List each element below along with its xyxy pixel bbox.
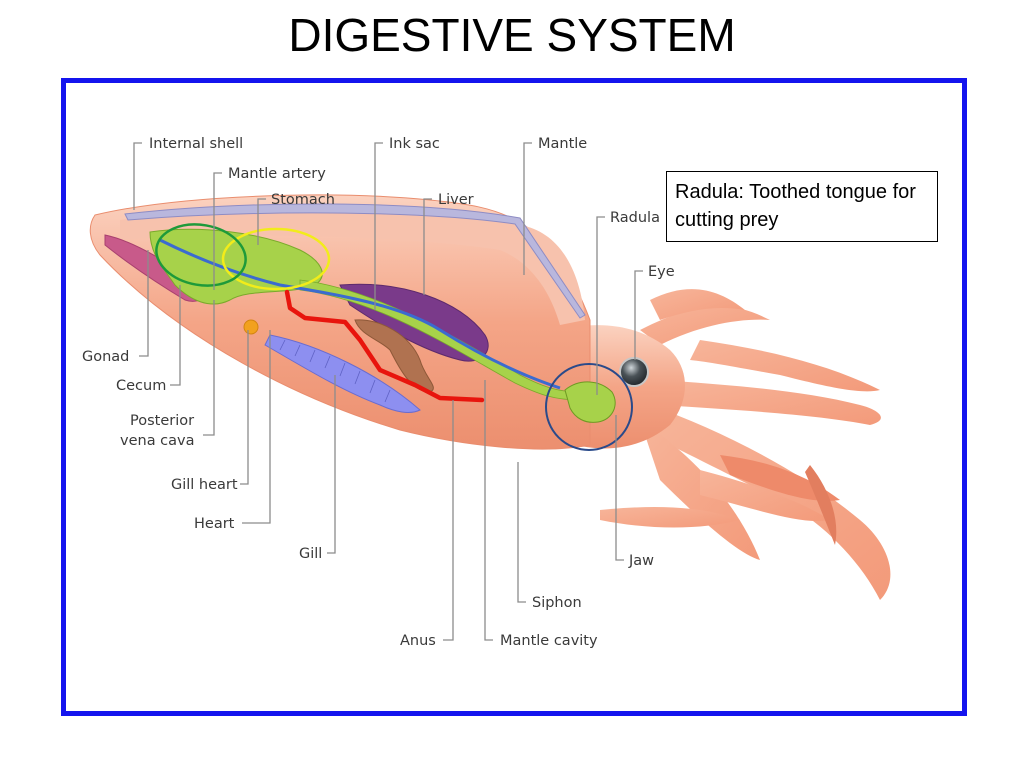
cecum-highlight [155, 223, 247, 287]
gill-filaments [279, 339, 391, 403]
label-liver: Liver [438, 192, 474, 208]
label-internal-shell: Internal shell [149, 136, 243, 152]
squid-arms [600, 289, 891, 600]
label-heart: Heart [194, 516, 235, 532]
gill-heart [243, 319, 259, 335]
label-eye: Eye [648, 264, 675, 280]
mantle-artery-vessel [159, 238, 561, 390]
label-cecum: Cecum [116, 378, 166, 394]
label-mantle: Mantle [538, 136, 587, 152]
label-siphon: Siphon [532, 595, 582, 611]
buccal-mass [564, 381, 616, 423]
label-anus: Anus [400, 633, 436, 649]
label-radula: Radula [610, 210, 660, 226]
label-vena-cava: vena cava [120, 433, 195, 449]
label-jaw: Jaw [628, 553, 654, 569]
label-posterior: Posterior [130, 413, 194, 429]
stomach-highlight [221, 227, 331, 291]
mantle-cut-surface [120, 209, 585, 325]
internal-shell [124, 203, 586, 319]
label-mantle-artery: Mantle artery [228, 166, 326, 182]
radula-highlight [545, 363, 633, 451]
gill [264, 334, 421, 413]
label-gonad: Gonad [82, 349, 129, 365]
slide-title: DIGESTIVE SYSTEM [288, 9, 736, 61]
eye [619, 357, 649, 387]
label-gill-heart: Gill heart [171, 477, 238, 493]
label-gill: Gill [299, 546, 322, 562]
label-mantle-cavity: Mantle cavity [500, 633, 598, 649]
radula-callout: Radula: Toothed tongue for cutting prey [666, 171, 938, 242]
digestive-path-highlight [284, 289, 485, 403]
label-stomach: Stomach [271, 192, 335, 208]
label-ink-sac: Ink sac [389, 136, 440, 152]
leader-lines [133, 142, 643, 641]
